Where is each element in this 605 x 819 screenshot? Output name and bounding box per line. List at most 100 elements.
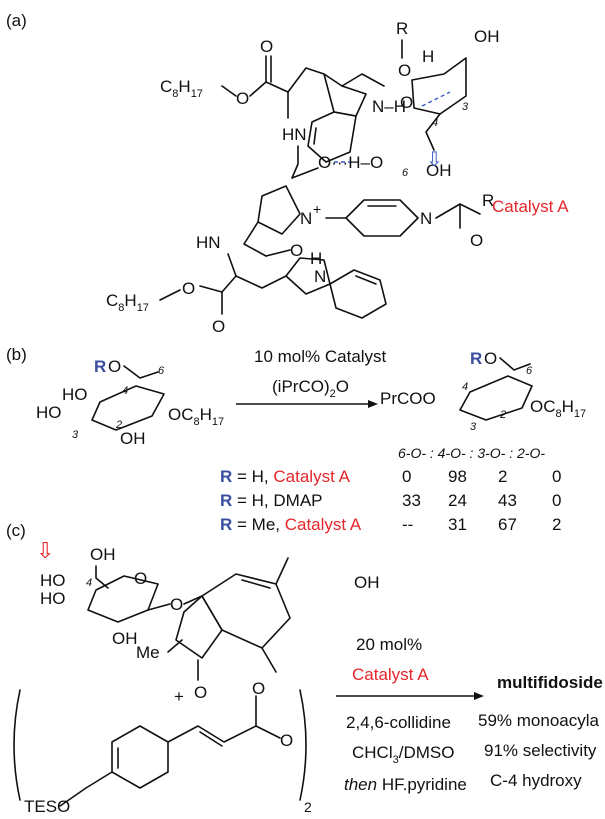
arrow-head-c-icon — [474, 692, 484, 700]
o-ester-bottom-2: O — [212, 317, 225, 336]
oc8h17-left: OC8H17 — [168, 405, 224, 428]
amide-hn-bottom: HN — [196, 233, 221, 252]
n-plus: N — [300, 209, 312, 228]
reaction-arrow-b: 10 mol% Catalyst (iPrCO)2O — [236, 347, 387, 408]
reagent-c-1: 20 mol% — [356, 635, 422, 654]
glucose-ring — [87, 575, 159, 623]
sub-2-c: 2 — [304, 799, 312, 815]
num-4-left: 4 — [122, 385, 128, 397]
panel-label-b: (b) — [6, 345, 27, 364]
benzene-ring — [307, 111, 357, 163]
o-ester-c: O — [252, 679, 265, 698]
arrow-down-red-icon: ⇩ — [36, 538, 54, 563]
arrow-down-icon: ⇩ — [426, 149, 443, 171]
table-cell: 67 — [498, 515, 517, 534]
o-h-o-bond: O···H–O — [318, 153, 383, 172]
bond — [221, 85, 237, 97]
n-plus-charge: + — [313, 201, 321, 217]
substrate-left: R O 6 4 HO HO 3 2 OH OC8H17 — [36, 357, 224, 448]
panel-label-c: (c) — [6, 521, 26, 540]
indole-ring-bottom — [285, 257, 331, 295]
pyrrolidine-ring — [257, 185, 301, 235]
oh-bot-c: OH — [112, 629, 138, 648]
o-link-c: O — [170, 595, 183, 614]
bond — [243, 221, 267, 257]
arrow-head-icon — [368, 400, 378, 408]
bond — [341, 73, 385, 87]
table-cell: 0 — [552, 467, 561, 486]
teso-c: TESO — [24, 797, 70, 816]
bond — [425, 113, 441, 151]
ho-left-2: HO — [36, 403, 62, 422]
catalyst-a-label: Catalyst A — [492, 197, 569, 216]
bond — [355, 275, 377, 285]
c8h17-bottom: C8H17 — [106, 291, 149, 314]
bond — [261, 647, 277, 673]
paren-right — [299, 689, 307, 801]
amide-nh-top: HN — [282, 125, 307, 144]
bond — [313, 127, 317, 145]
sugar-num-6: 6 — [402, 167, 409, 179]
indole-nh-top: N–H — [372, 97, 406, 116]
num-3-right: 3 — [470, 421, 477, 433]
multifidoside-precursor: OH 4 O HO HO OH O OH Me O — [40, 545, 380, 702]
reagent-c-4: CHCl3/DMSO — [352, 743, 454, 766]
o-ester-bottom: O — [182, 279, 195, 298]
carbonyl-o-top: O — [260, 37, 273, 56]
o-acyl: O — [470, 231, 483, 250]
reagent-c-5: then HF.pyridine — [344, 775, 467, 794]
c8h17-top: C8H17 — [160, 77, 203, 100]
result-c-3: C-4 hydroxy — [490, 771, 582, 790]
num-6-left: 6 — [158, 365, 165, 377]
aromatic-ring-c — [201, 573, 291, 649]
table-cell: 43 — [498, 491, 517, 510]
table-cell: 98 — [448, 467, 467, 486]
num-3-left: 3 — [72, 429, 79, 441]
h-top: H — [422, 47, 434, 66]
phenyl-ring-c — [111, 725, 169, 789]
bond — [221, 253, 237, 293]
sugar-ring-a — [411, 57, 467, 115]
r-acyl: R — [482, 191, 494, 210]
bond — [95, 565, 109, 589]
reagent-b-2: (iPrCO)2O — [272, 377, 349, 400]
benzene-ring-bottom — [329, 269, 387, 319]
r-top: R — [396, 19, 408, 38]
paren-left — [13, 689, 21, 801]
num-2-right: 2 — [499, 409, 506, 421]
bond — [167, 725, 257, 743]
n-pyridine: N — [420, 209, 432, 228]
bond — [255, 725, 281, 739]
reagent-b-1: 10 mol% Catalyst — [254, 347, 387, 366]
bond — [147, 603, 171, 611]
indole-ring — [323, 73, 367, 117]
bond — [291, 145, 299, 179]
product-c: multifidoside 59% monoacyla 91% selectiv… — [478, 673, 603, 790]
table-cell: 0 — [402, 467, 411, 486]
reagent-c-2: Catalyst A — [352, 665, 429, 684]
ho-c-1: HO — [40, 571, 66, 590]
catalyst-a-structure: C8H17 O O HN N–H R O H OH 3 4 OH O 6 O··… — [106, 19, 569, 336]
bond — [199, 731, 223, 747]
selectivity-table: 6-O- : 4-O- : 3-O- : 2-O- R = H, Catalys… — [220, 445, 561, 534]
num-2-left: 2 — [115, 419, 122, 431]
ho-left-1: HO — [62, 385, 88, 404]
table-cell: 0 — [552, 491, 561, 510]
r-left: R — [94, 357, 106, 376]
o-ketone-c: O — [194, 683, 207, 702]
bond — [167, 639, 183, 653]
ho-c-2: HO — [40, 589, 66, 608]
table-header: 6-O- : 4-O- : 3-O- : 2-O- — [398, 445, 545, 461]
o-bottom: O — [290, 241, 303, 260]
panel-label-a: (a) — [6, 11, 27, 30]
table-row-label: R = H, DMAP — [220, 491, 323, 510]
product-name: multifidoside — [497, 673, 603, 692]
bond — [123, 365, 159, 379]
plus-sign-c: + — [174, 687, 184, 706]
table-cell: 33 — [402, 491, 421, 510]
product-right: R O 6 PrCOO 4 3 2 OC8H17 — [380, 349, 586, 433]
num-4-c: 4 — [86, 577, 92, 589]
r-right: R — [470, 349, 482, 368]
o-left: O — [108, 357, 121, 376]
